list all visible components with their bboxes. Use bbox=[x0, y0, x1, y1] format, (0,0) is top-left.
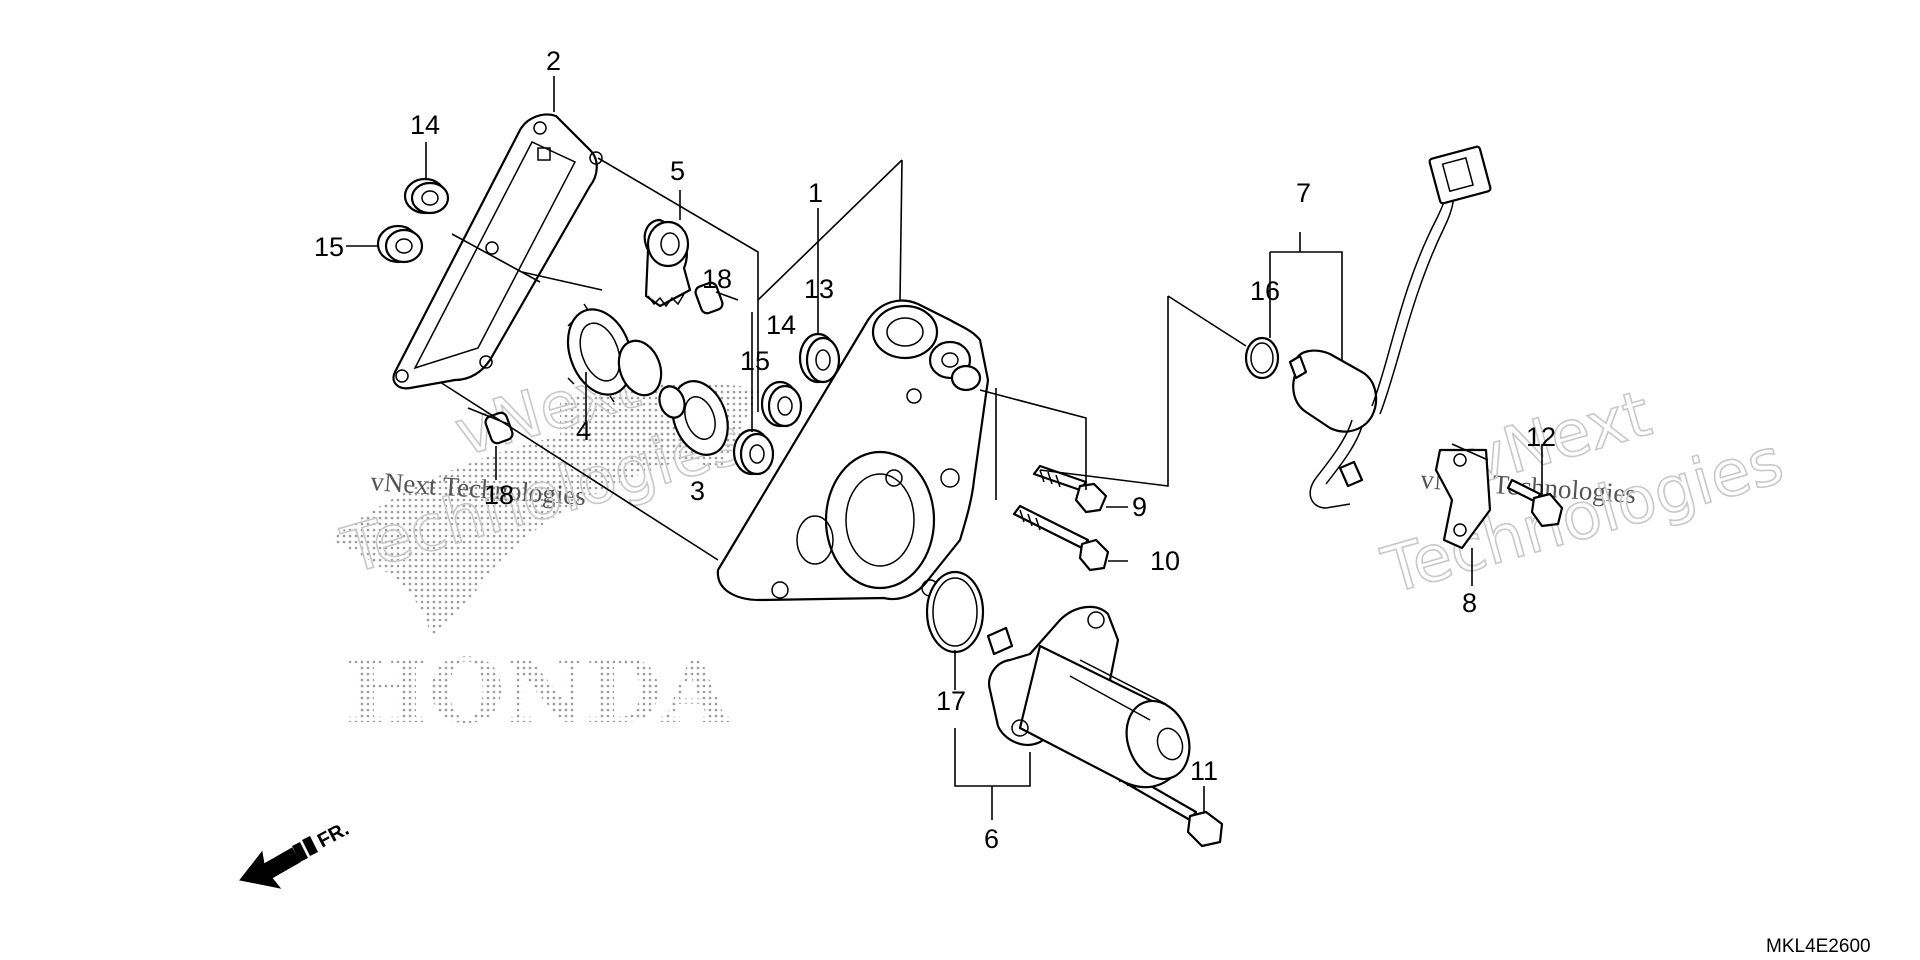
callout-labels: 2 14 15 5 18 1 13 14 15 4 3 18 7 16 9 10… bbox=[314, 46, 1556, 854]
callout-6: 6 bbox=[984, 824, 999, 854]
dowel-pin-part-upper bbox=[694, 281, 724, 315]
bearing-part-14-left bbox=[403, 177, 450, 215]
gear-part-3 bbox=[658, 380, 729, 456]
dowel-pin-part-lower bbox=[484, 411, 514, 445]
bolt-part-10 bbox=[1012, 504, 1110, 572]
gear-part-4 bbox=[566, 303, 663, 403]
bearing-part-14-mid bbox=[760, 380, 803, 428]
sensor-part bbox=[1288, 145, 1492, 509]
callout-10: 10 bbox=[1150, 546, 1180, 576]
gasket-part bbox=[392, 113, 603, 390]
callout-1: 1 bbox=[808, 178, 823, 208]
callout-8: 8 bbox=[1462, 588, 1477, 618]
sector-part bbox=[643, 218, 692, 308]
o-ring-part-16 bbox=[1244, 336, 1280, 380]
callout-14-left: 14 bbox=[410, 110, 440, 140]
bearing-part-15-left bbox=[376, 224, 424, 264]
callout-3: 3 bbox=[690, 476, 705, 506]
diagram-code: MKL4E2600 bbox=[1766, 936, 1871, 957]
callout-17: 17 bbox=[936, 686, 966, 716]
callout-4: 4 bbox=[576, 416, 591, 446]
callout-14-mid: 14 bbox=[766, 310, 796, 340]
leader-lines bbox=[346, 76, 1543, 820]
callout-9: 9 bbox=[1132, 492, 1147, 522]
front-direction-indicator: FR. bbox=[239, 818, 353, 889]
callout-18-upper: 18 bbox=[702, 264, 732, 294]
callout-18-lower: 18 bbox=[484, 480, 514, 510]
callout-11: 11 bbox=[1190, 756, 1218, 786]
bearing-part-15-mid bbox=[732, 428, 775, 476]
front-arrow-icon bbox=[239, 847, 301, 889]
callout-15-mid: 15 bbox=[740, 346, 770, 376]
honda-wing-mark bbox=[330, 420, 760, 640]
o-ring-part-17 bbox=[925, 570, 985, 654]
callout-15-left: 15 bbox=[314, 232, 344, 262]
bearing-part-13 bbox=[798, 332, 841, 384]
callout-13: 13 bbox=[804, 274, 834, 304]
bolt-part-9 bbox=[1032, 464, 1108, 514]
callout-7: 7 bbox=[1296, 178, 1311, 208]
housing-part bbox=[716, 299, 990, 602]
callout-2: 2 bbox=[546, 46, 561, 76]
callout-5: 5 bbox=[670, 156, 685, 186]
bolt-part-12 bbox=[1506, 478, 1564, 528]
motor-part bbox=[986, 605, 1191, 789]
front-label: FR. bbox=[314, 818, 353, 853]
honda-wordmark: HONDA bbox=[345, 639, 732, 743]
callout-16: 16 bbox=[1250, 276, 1280, 306]
callout-12: 12 bbox=[1526, 422, 1556, 452]
